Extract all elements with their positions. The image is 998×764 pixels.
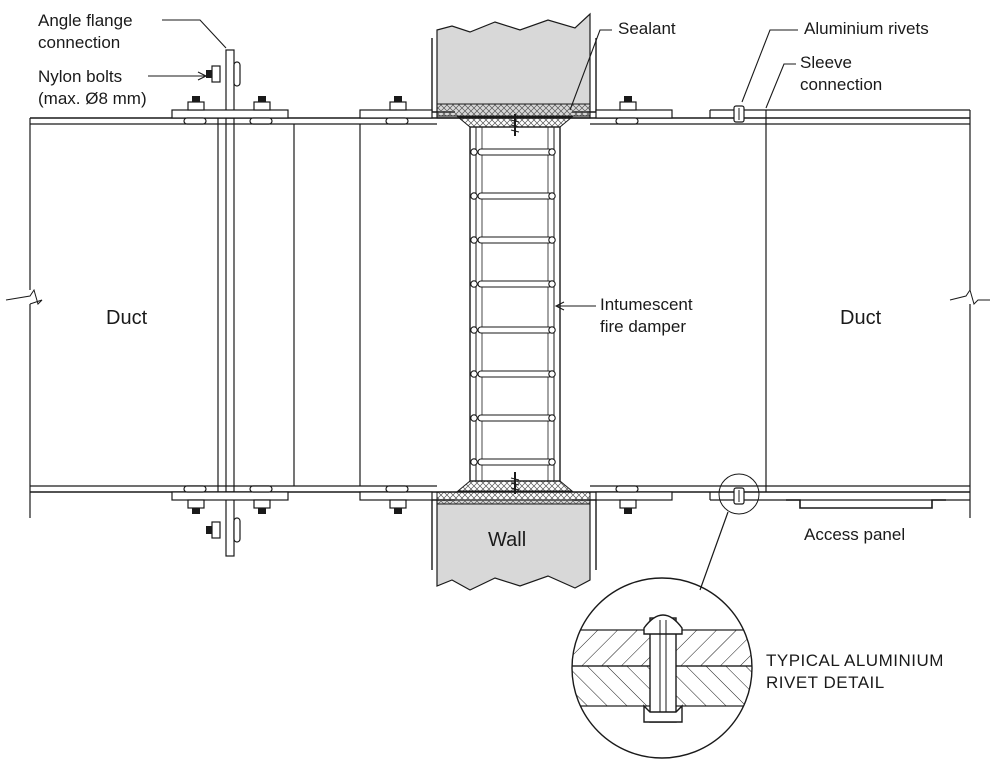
- slat-pivot: [548, 280, 556, 288]
- label-rivet-detail-1: TYPICAL ALUMINIUM: [766, 651, 944, 670]
- label-duct-right: Duct: [840, 307, 882, 329]
- slat-pivot: [470, 148, 478, 156]
- damper-slat: [477, 192, 553, 200]
- duct-walls: [5, 109, 990, 518]
- nylon-bolt-bottom-left: [183, 485, 207, 514]
- slat-pivot: [548, 414, 556, 422]
- slat-pivot: [470, 192, 478, 200]
- slat-pivot: [548, 236, 556, 244]
- aluminium-rivet-bottom: [733, 487, 745, 505]
- slat-pivot: [548, 326, 556, 334]
- wall-bolt-top-left: [359, 96, 433, 125]
- nylon-bolt-flange-bottom: [206, 517, 241, 543]
- label-nylon-bolts-size: (max. Ø8 mm): [38, 89, 147, 108]
- slat-pivot: [470, 370, 478, 378]
- rivet-detail-marker: [718, 473, 760, 515]
- damper-slat: [477, 326, 553, 334]
- damper-slat: [477, 236, 553, 244]
- nylon-bolt-top-right: [249, 96, 273, 125]
- label-aluminium-rivets: Aluminium rivets: [804, 19, 929, 38]
- label-duct-left: Duct: [106, 307, 148, 329]
- damper-slat: [477, 370, 553, 378]
- label-sleeve-connection: connection: [800, 75, 882, 94]
- slat-pivot: [548, 148, 556, 156]
- damper-screw-bottom: [510, 472, 520, 494]
- wall: [431, 12, 597, 591]
- damper-slats: [470, 148, 556, 466]
- damper-slat: [477, 280, 553, 288]
- label-angle-flange-connection: connection: [38, 33, 120, 52]
- slat-pivot: [470, 414, 478, 422]
- slat-pivot: [470, 458, 478, 466]
- nylon-bolt-top-left: [183, 96, 207, 125]
- angle-flange-connection: [171, 49, 289, 557]
- label-angle-flange: Angle flange: [38, 11, 133, 30]
- wall-bolt-bottom-right: [595, 485, 673, 514]
- damper-screw-top: [510, 114, 520, 136]
- label-rivet-detail-2: RIVET DETAIL: [766, 673, 885, 692]
- slat-pivot: [470, 280, 478, 288]
- label-sleeve: Sleeve: [800, 53, 852, 72]
- access-panel: [786, 499, 946, 509]
- nylon-bolt-flange-top: [206, 61, 241, 87]
- damper-slat: [477, 148, 553, 156]
- aluminium-rivet-top: [733, 105, 745, 123]
- wall-bolt-bottom-left: [359, 485, 433, 514]
- slat-pivot: [470, 326, 478, 334]
- slat-pivot: [548, 192, 556, 200]
- damper-slat: [477, 458, 553, 466]
- nylon-bolt-bottom-right: [249, 485, 273, 514]
- slat-pivot: [548, 458, 556, 466]
- label-access-panel: Access panel: [804, 525, 905, 544]
- label-fire-damper: fire damper: [600, 317, 686, 336]
- wall-bolt-top-right: [595, 96, 673, 125]
- label-wall: Wall: [488, 529, 526, 551]
- intumescent-fire-damper: [469, 126, 561, 482]
- slat-pivot: [470, 236, 478, 244]
- label-nylon-bolts: Nylon bolts: [38, 67, 122, 86]
- rivet-detail: [571, 511, 753, 759]
- leader-lines: [148, 19, 798, 311]
- slat-pivot: [548, 370, 556, 378]
- label-intumescent: Intumescent: [600, 295, 693, 314]
- label-sealant: Sealant: [618, 19, 676, 38]
- damper-slat: [477, 414, 553, 422]
